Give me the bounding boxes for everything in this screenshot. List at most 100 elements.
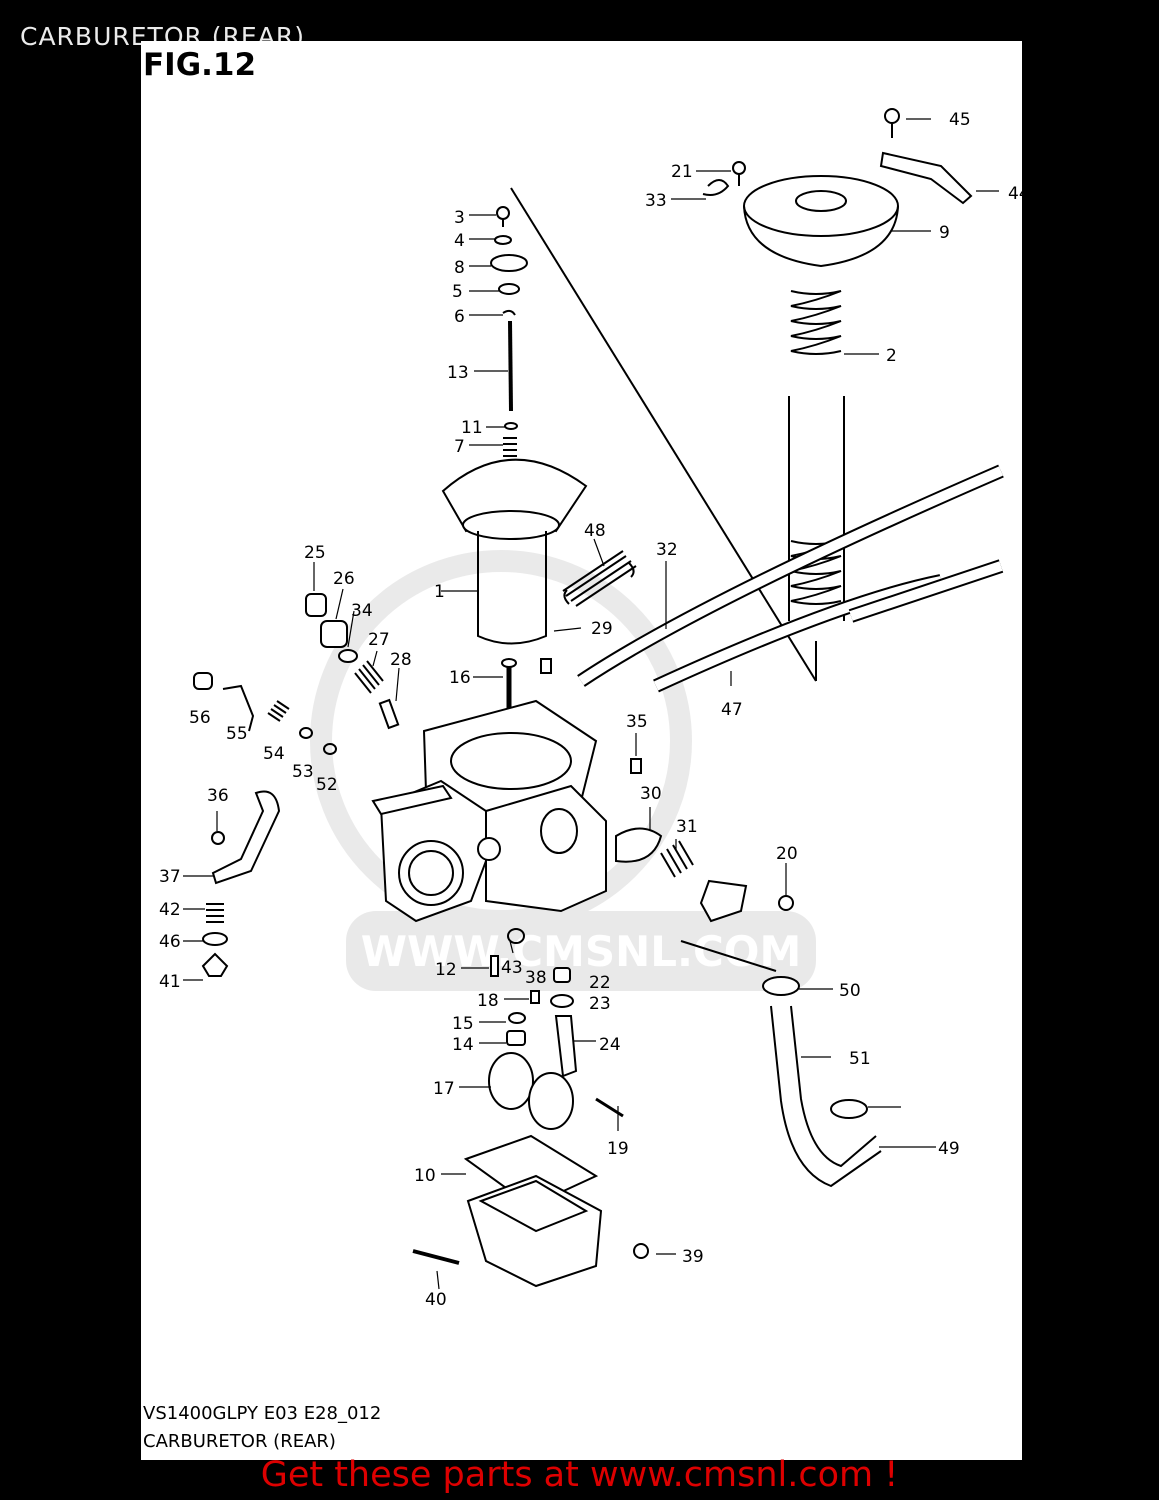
model-code: VS1400GLPY E03 E28_012 bbox=[143, 1403, 382, 1424]
callout-number: 35 bbox=[626, 712, 648, 732]
svg-text:53: 53 bbox=[292, 762, 314, 782]
callout-number: 21 bbox=[671, 162, 693, 182]
svg-text:18: 18 bbox=[477, 991, 499, 1011]
svg-text:6: 6 bbox=[454, 307, 465, 327]
svg-text:44: 44 bbox=[1008, 184, 1022, 204]
svg-text:50: 50 bbox=[839, 981, 861, 1001]
svg-text:13: 13 bbox=[447, 363, 469, 383]
callout-number: 4 bbox=[454, 231, 465, 251]
diagram-caption: CARBURETOR (REAR) bbox=[143, 1431, 336, 1452]
callout-number: 28 bbox=[390, 650, 412, 670]
callout-labels: 45 44 21 33 9 3 4 8 5 6 13 2 11 7 48 32 … bbox=[159, 110, 1022, 1310]
exploded-parts-diagram: WWW.CMSNL.COM bbox=[159, 108, 1022, 1310]
callout-number: 17 bbox=[433, 1079, 455, 1099]
svg-text:37: 37 bbox=[159, 867, 181, 887]
svg-text:11: 11 bbox=[461, 418, 483, 438]
carburetor-body bbox=[371, 699, 607, 923]
callout-number: 50 bbox=[839, 981, 861, 1001]
callout-number: 37 bbox=[159, 867, 181, 887]
callout-number: 36 bbox=[207, 786, 229, 806]
callout-number: 31 bbox=[676, 817, 698, 837]
callout-number: 7 bbox=[454, 437, 465, 457]
svg-text:9: 9 bbox=[939, 223, 950, 243]
callout-number: 2 bbox=[886, 346, 897, 366]
svg-text:56: 56 bbox=[189, 708, 211, 728]
callout-number: 15 bbox=[452, 1014, 474, 1034]
svg-text:46: 46 bbox=[159, 932, 181, 952]
callout-number: 1 bbox=[434, 582, 445, 602]
callout-number: 56 bbox=[189, 708, 211, 728]
callout-number: 49 bbox=[938, 1139, 960, 1159]
callout-number: 42 bbox=[159, 900, 181, 920]
watermark: WWW.CMSNL.COM bbox=[310, 550, 816, 991]
svg-text:42: 42 bbox=[159, 900, 181, 920]
diagram-sheet: FIG.12 WWW.CMSNL.COM bbox=[141, 41, 1022, 1460]
svg-text:17: 17 bbox=[433, 1079, 455, 1099]
callout-number: 8 bbox=[454, 258, 465, 278]
svg-text:30: 30 bbox=[640, 784, 662, 804]
svg-text:35: 35 bbox=[626, 712, 648, 732]
callout-number: 33 bbox=[645, 191, 667, 211]
svg-text:31: 31 bbox=[676, 817, 698, 837]
svg-text:52: 52 bbox=[316, 775, 338, 795]
callout-number: 24 bbox=[599, 1035, 621, 1055]
svg-text:22: 22 bbox=[589, 973, 611, 993]
svg-text:49: 49 bbox=[938, 1139, 960, 1159]
svg-text:34: 34 bbox=[351, 601, 373, 621]
svg-text:8: 8 bbox=[454, 258, 465, 278]
callout-number: 51 bbox=[849, 1049, 871, 1069]
svg-text:3: 3 bbox=[454, 208, 465, 228]
callout-number: 25 bbox=[304, 543, 326, 563]
callout-number: 3 bbox=[454, 208, 465, 228]
callout-number: 16 bbox=[449, 668, 471, 688]
svg-text:26: 26 bbox=[333, 569, 355, 589]
callout-number: 9 bbox=[939, 223, 950, 243]
callout-number: 10 bbox=[414, 1166, 436, 1186]
svg-text:39: 39 bbox=[682, 1247, 704, 1267]
svg-text:55: 55 bbox=[226, 724, 248, 744]
svg-text:28: 28 bbox=[390, 650, 412, 670]
svg-text:32: 32 bbox=[656, 540, 678, 560]
figure-label: FIG.12 bbox=[143, 47, 257, 83]
callout-number: 14 bbox=[452, 1035, 474, 1055]
svg-text:27: 27 bbox=[368, 630, 390, 650]
svg-text:48: 48 bbox=[584, 521, 606, 541]
callout-number: 22 bbox=[589, 973, 611, 993]
callout-number: 54 bbox=[263, 744, 285, 764]
callout-number: 52 bbox=[316, 775, 338, 795]
svg-text:47: 47 bbox=[721, 700, 743, 720]
promo-link[interactable]: Get these parts at www.cmsnl.com ! bbox=[260, 1455, 899, 1495]
svg-text:36: 36 bbox=[207, 786, 229, 806]
callout-number: 45 bbox=[949, 110, 971, 130]
callout-number: 20 bbox=[776, 844, 798, 864]
callout-number: 34 bbox=[351, 601, 373, 621]
svg-text:14: 14 bbox=[452, 1035, 474, 1055]
callout-number: 5 bbox=[452, 282, 463, 302]
callout-number: 44 bbox=[1008, 184, 1022, 204]
svg-text:20: 20 bbox=[776, 844, 798, 864]
svg-text:38: 38 bbox=[525, 968, 547, 988]
callout-number: 40 bbox=[425, 1290, 447, 1310]
svg-text:16: 16 bbox=[449, 668, 471, 688]
svg-text:12: 12 bbox=[435, 960, 457, 980]
callout-number: 13 bbox=[447, 363, 469, 383]
svg-text:41: 41 bbox=[159, 972, 181, 992]
svg-text:1: 1 bbox=[434, 582, 445, 602]
svg-text:33: 33 bbox=[645, 191, 667, 211]
svg-text:10: 10 bbox=[414, 1166, 436, 1186]
svg-text:7: 7 bbox=[454, 437, 465, 457]
svg-text:40: 40 bbox=[425, 1290, 447, 1310]
callout-number: 23 bbox=[589, 994, 611, 1014]
callout-number: 12 bbox=[435, 960, 457, 980]
callout-number: 29 bbox=[591, 619, 613, 639]
svg-text:23: 23 bbox=[589, 994, 611, 1014]
callout-number: 19 bbox=[607, 1139, 629, 1159]
svg-text:25: 25 bbox=[304, 543, 326, 563]
spring-2 bbox=[790, 290, 842, 355]
svg-text:29: 29 bbox=[591, 619, 613, 639]
callout-number: 48 bbox=[584, 521, 606, 541]
callout-number: 41 bbox=[159, 972, 181, 992]
svg-text:54: 54 bbox=[263, 744, 285, 764]
callout-number: 39 bbox=[682, 1247, 704, 1267]
svg-text:19: 19 bbox=[607, 1139, 629, 1159]
